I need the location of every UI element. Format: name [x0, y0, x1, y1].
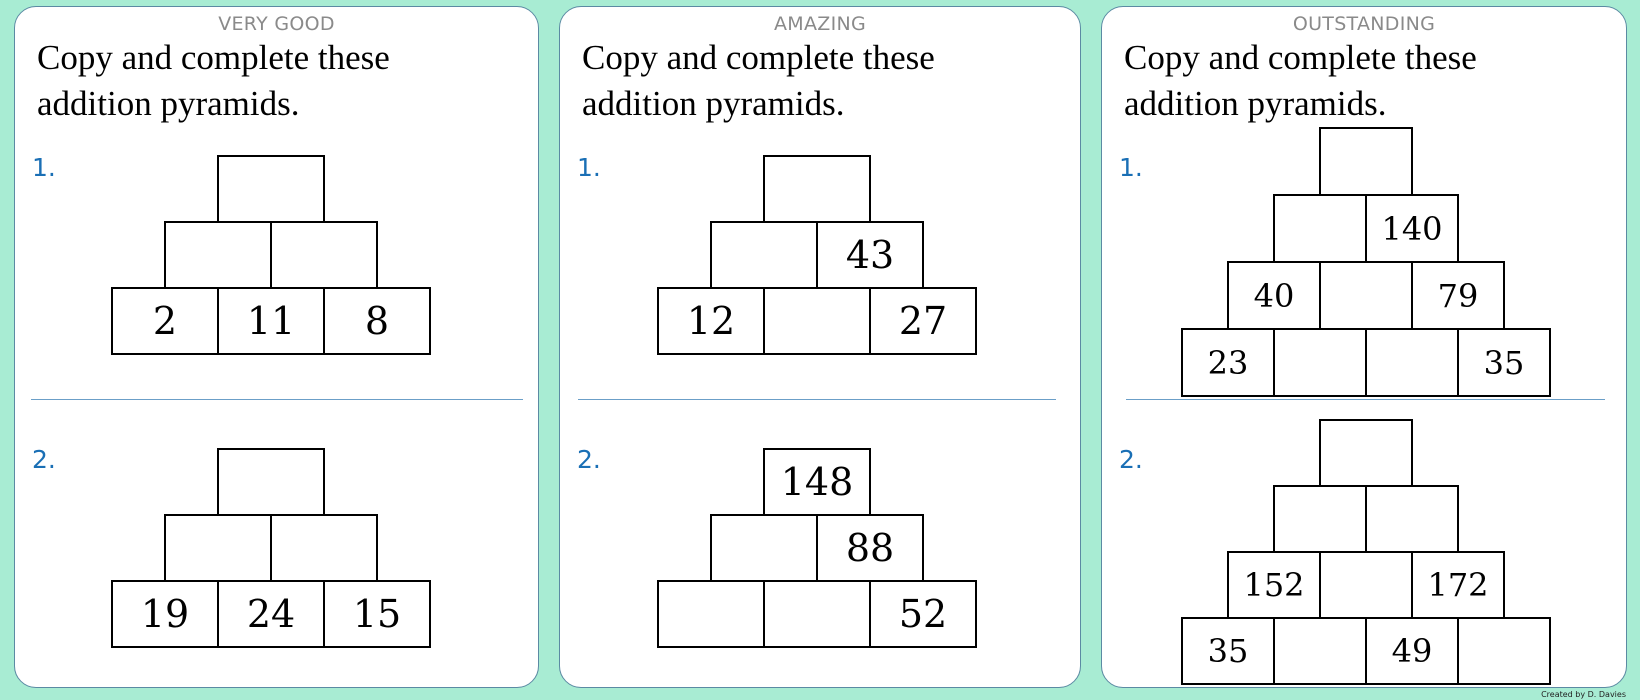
pyramid-blank-cell[interactable] — [1273, 485, 1367, 553]
pyramid-blank-cell[interactable] — [1319, 261, 1413, 330]
pyramid-blank-cell[interactable] — [1273, 194, 1367, 263]
pyramid-blank-cell[interactable] — [217, 155, 325, 223]
section-divider — [578, 399, 1056, 400]
pyramid-number-cell: 79 — [1411, 261, 1505, 330]
difficulty-level-label: VERY GOOD — [218, 13, 335, 35]
pyramid-number-cell: 52 — [869, 580, 977, 648]
pyramid-number-cell: 2 — [111, 287, 219, 355]
pyramid-number-cell: 27 — [869, 287, 977, 355]
pyramid-blank-cell[interactable] — [1365, 328, 1459, 397]
pyramid-blank-cell[interactable] — [270, 221, 378, 289]
pyramid-blank-cell[interactable] — [164, 221, 272, 289]
pyramid-number-cell: 35 — [1181, 617, 1275, 685]
question-number: 2. — [32, 445, 56, 474]
pyramid-number-cell: 19 — [111, 580, 219, 648]
pyramid-blank-cell[interactable] — [763, 580, 871, 648]
instruction-line-2: addition pyramids. — [1124, 84, 1387, 123]
pyramid-number-cell: 23 — [1181, 328, 1275, 397]
section-divider — [31, 399, 523, 400]
pyramid-number-cell: 8 — [323, 287, 431, 355]
pyramid-blank-cell[interactable] — [164, 514, 272, 582]
pyramid-blank-cell[interactable] — [710, 221, 818, 289]
pyramid-number-cell: 12 — [657, 287, 765, 355]
pyramid-number-cell: 140 — [1365, 194, 1459, 263]
worksheet-card-2: AMAZING Copy and complete these addition p… — [559, 6, 1081, 688]
pyramid-number-cell: 152 — [1227, 551, 1321, 619]
instruction-line-1: Copy and complete these — [1124, 38, 1477, 77]
question-number: 2. — [1119, 445, 1143, 474]
question-number: 1. — [32, 153, 56, 182]
pyramid-blank-cell[interactable] — [1319, 551, 1413, 619]
pyramid-number-cell: 148 — [763, 448, 871, 516]
pyramid-blank-cell[interactable] — [657, 580, 765, 648]
difficulty-level-label: OUTSTANDING — [1292, 13, 1436, 35]
section-divider — [1126, 399, 1605, 400]
instruction-text: Copy and complete these addition pyramids… — [582, 35, 935, 127]
pyramid-blank-cell[interactable] — [270, 514, 378, 582]
pyramid-number-cell: 24 — [217, 580, 325, 648]
pyramid-blank-cell[interactable] — [1273, 328, 1367, 397]
instruction-text: Copy and complete these addition pyramids… — [37, 35, 390, 127]
pyramid-number-cell: 49 — [1365, 617, 1459, 685]
pyramid-number-cell: 43 — [816, 221, 924, 289]
pyramid-number-cell: 11 — [217, 287, 325, 355]
pyramid-blank-cell[interactable] — [763, 155, 871, 223]
pyramid-blank-cell[interactable] — [710, 514, 818, 582]
worksheet-card-3: OUTSTANDING Copy and complete these additi… — [1101, 6, 1627, 688]
question-number: 1. — [1119, 153, 1143, 182]
question-number: 1. — [577, 153, 601, 182]
instruction-text: Copy and complete these addition pyramids… — [1124, 35, 1477, 127]
pyramid-number-cell: 40 — [1227, 261, 1321, 330]
pyramid-blank-cell[interactable] — [1319, 127, 1413, 196]
instruction-line-1: Copy and complete these — [37, 38, 390, 77]
pyramid-blank-cell[interactable] — [1273, 617, 1367, 685]
pyramid-number-cell: 35 — [1457, 328, 1551, 397]
pyramid-blank-cell[interactable] — [1457, 617, 1551, 685]
difficulty-level-label: AMAZING — [773, 13, 867, 35]
question-number: 2. — [577, 445, 601, 474]
creator-credit: Created by D. Davies — [1541, 690, 1626, 699]
instruction-line-2: addition pyramids. — [582, 84, 845, 123]
pyramid-number-cell: 88 — [816, 514, 924, 582]
pyramid-blank-cell[interactable] — [1319, 419, 1413, 487]
instruction-line-2: addition pyramids. — [37, 84, 300, 123]
instruction-line-1: Copy and complete these — [582, 38, 935, 77]
pyramid-blank-cell[interactable] — [217, 448, 325, 516]
pyramid-blank-cell[interactable] — [763, 287, 871, 355]
pyramid-number-cell: 15 — [323, 580, 431, 648]
worksheet-card-1: VERY GOOD Copy and complete these addition… — [14, 6, 539, 688]
pyramid-number-cell: 172 — [1411, 551, 1505, 619]
pyramid-blank-cell[interactable] — [1365, 485, 1459, 553]
